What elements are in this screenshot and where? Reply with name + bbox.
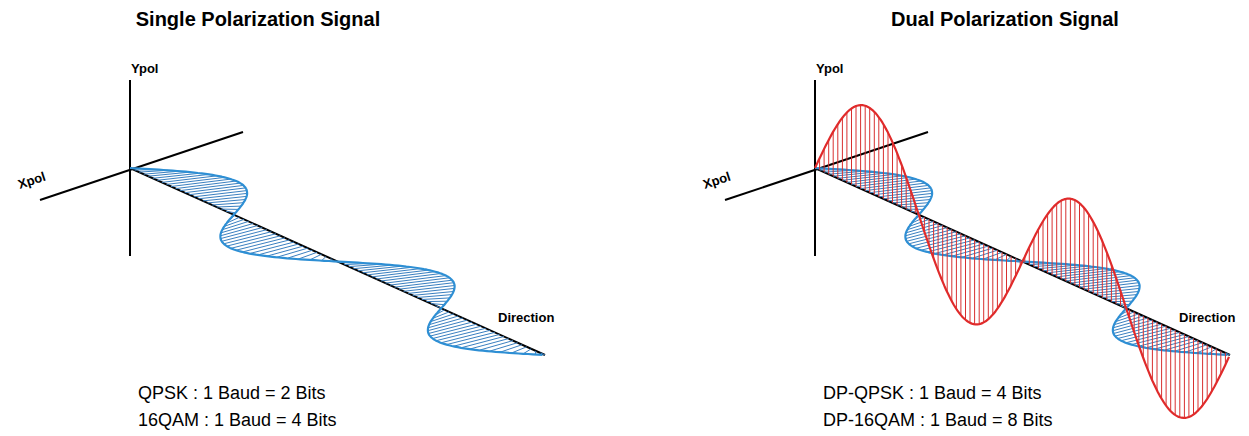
x-polarization-wave-group — [130, 168, 545, 355]
direction-axis — [130, 168, 545, 355]
modulation-note: DP-16QAM : 1 Baud = 8 Bits — [822, 410, 1054, 431]
axis-label: Direction — [497, 311, 555, 326]
modulation-note: 16QAM : 1 Baud = 4 Bits — [137, 410, 338, 431]
axis-label: Xpol — [15, 169, 48, 193]
xpol-axis — [40, 132, 243, 200]
y-polarization-wave-group — [815, 105, 1229, 418]
axis-label: Ypol — [130, 62, 159, 77]
panel-title: Dual Polarization Signal — [890, 8, 1120, 31]
axis-label: Direction — [1178, 311, 1236, 326]
axis-label: Xpol — [700, 169, 733, 193]
panel-title: Single Polarization Signal — [135, 8, 381, 31]
modulation-note: QPSK : 1 Baud = 2 Bits — [137, 383, 327, 404]
x-polarization-wave — [130, 168, 543, 355]
axis-label: Ypol — [815, 62, 844, 77]
y-polarization-wave — [815, 105, 1229, 418]
modulation-note: DP-QPSK : 1 Baud = 4 Bits — [822, 383, 1043, 404]
